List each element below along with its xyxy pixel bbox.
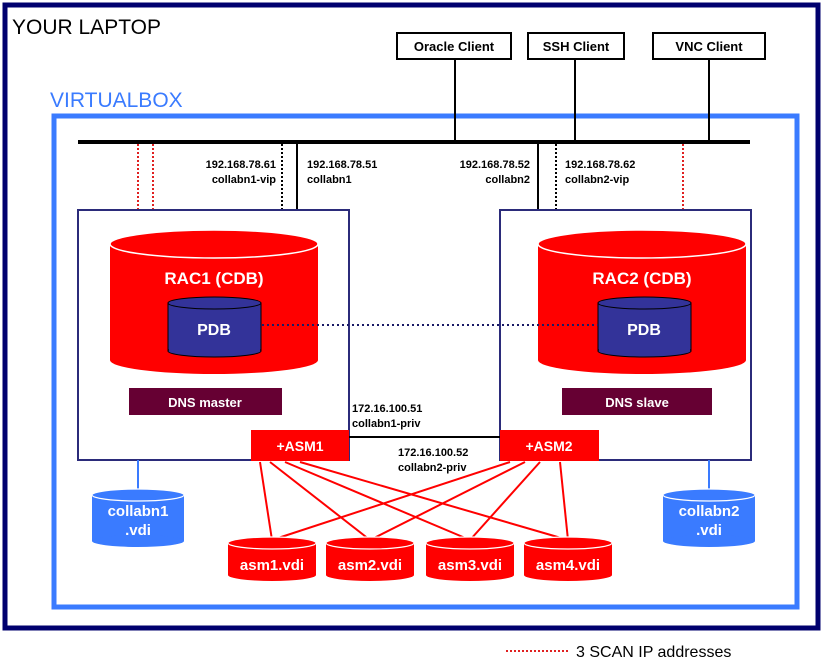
node1-vip-name: collabn1-vip	[212, 174, 276, 186]
node2-dns-box	[562, 388, 712, 415]
node1-asm-label: +ASM1	[276, 438, 323, 454]
node1-dns-label: DNS master	[168, 395, 242, 410]
node2-vip-name: collabn2-vip	[565, 174, 629, 186]
asm-disk-label: asm4.vdi	[536, 557, 600, 574]
node1-pdb-label: PDB	[197, 322, 231, 339]
laptop-frame	[2, 2, 821, 631]
node2-priv-ip: 172.16.100.52	[398, 447, 468, 459]
node1-disk-label-line1: collabn1	[108, 503, 169, 520]
ssh-client-label: SSH Client	[543, 39, 610, 54]
node2-disk-label-line2: .vdi	[696, 522, 722, 539]
node1-cdb-label: RAC1 (CDB)	[164, 269, 263, 288]
virtualbox-frame	[51, 113, 800, 610]
legend-label: 3 SCAN IP addresses	[576, 644, 731, 661]
node2-pdb-label: PDB	[627, 322, 661, 339]
asm-disk-label: asm3.vdi	[438, 557, 502, 574]
node2-asm-label: +ASM2	[525, 438, 572, 454]
node2-pdb-cylinder	[597, 296, 692, 358]
asm-disk	[325, 536, 415, 581]
node2-asm-box	[500, 430, 599, 461]
asm-disk	[425, 536, 515, 581]
node2-public-name: collabn2	[485, 174, 530, 186]
node1-priv-ip: 172.16.100.51	[352, 403, 422, 415]
node1-asm-box	[251, 430, 349, 461]
node1-priv-name: collabn1-priv	[352, 418, 421, 430]
virtualbox-label: VIRTUALBOX	[50, 89, 183, 112]
asm-disk	[227, 536, 317, 581]
node1-vip-ip: 192.168.78.61	[206, 159, 276, 171]
asm-disk-links	[259, 461, 569, 541]
node1-public-ip: 192.168.78.51	[307, 159, 377, 171]
node2-cdb-label: RAC2 (CDB)	[592, 269, 691, 288]
node2-vip-ip: 192.168.78.62	[565, 159, 635, 171]
node1-dns-box	[129, 388, 282, 415]
node1-pdb-cylinder	[167, 296, 262, 358]
node2-dns-label: DNS slave	[605, 395, 669, 410]
asm-disk-label: asm2.vdi	[338, 557, 402, 574]
node2-disk-label-line1: collabn2	[679, 503, 740, 520]
node1-public-name: collabn1	[307, 174, 352, 186]
node1-disk-label-line2: .vdi	[125, 522, 151, 539]
node2-disk	[662, 488, 756, 547]
node2-public-ip: 192.168.78.52	[460, 159, 530, 171]
ssh-client-box: SSH Client	[527, 32, 625, 60]
node2-priv-name: collabn2-priv	[398, 462, 467, 474]
asm-disk-label: asm1.vdi	[240, 557, 304, 574]
laptop-label: YOUR LAPTOP	[12, 16, 161, 39]
oracle-client-box: Oracle Client	[396, 32, 512, 60]
node1-disk	[91, 488, 185, 547]
oracle-client-label: Oracle Client	[414, 39, 495, 54]
asm-disk	[523, 536, 613, 581]
vnc-client-box: VNC Client	[652, 32, 766, 60]
vnc-client-label: VNC Client	[675, 39, 743, 54]
